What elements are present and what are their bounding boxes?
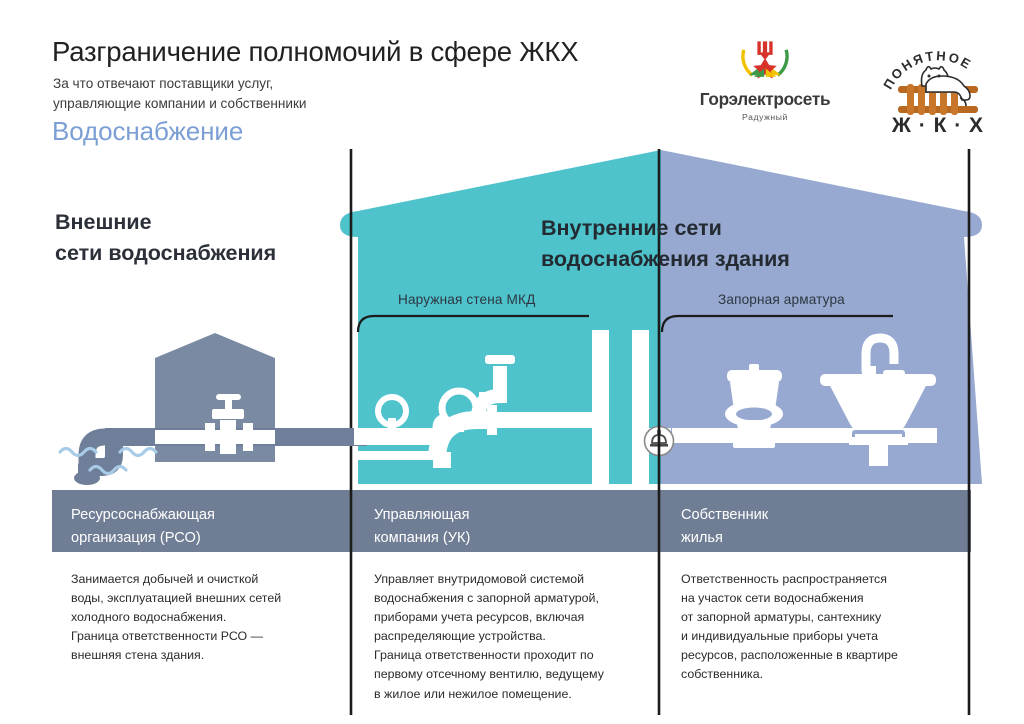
party-description-uk: Управляет внутридомовой системой водосна… bbox=[374, 572, 604, 701]
utility-logo-name: Горэлектросеть bbox=[699, 89, 831, 109]
pump-house-icon bbox=[155, 333, 275, 398]
uk-plumbing bbox=[340, 330, 671, 528]
section-title: Водоснабжение bbox=[52, 116, 244, 146]
party-label-owner: Собственник жилья bbox=[681, 507, 769, 546]
zone-external-title: Внешние сети водоснабжения bbox=[55, 210, 277, 265]
utility-logo: Горэлектросеть Радужный bbox=[694, 38, 836, 122]
owner-fixtures bbox=[672, 333, 937, 466]
riser-pipe-icon bbox=[592, 330, 609, 528]
outdoor-scene bbox=[58, 333, 367, 485]
callout-bracket-valve bbox=[660, 314, 893, 333]
callout-brackets bbox=[356, 314, 893, 333]
riser-pipe-icon bbox=[632, 330, 649, 528]
intake-pipe-icon bbox=[94, 437, 123, 476]
party-description-rso: Занимается добычей и очисткой воды, эксп… bbox=[71, 572, 282, 663]
callout-label-wall: Наружная стена МКД bbox=[398, 292, 536, 307]
page-subtitle: За что отвечают поставщики услуг, управл… bbox=[53, 76, 307, 111]
responsibility-bars bbox=[52, 490, 971, 552]
utility-logo-tagline: Радужный bbox=[742, 112, 788, 122]
cat-on-radiator-logo: ПОНЯТНОЕ bbox=[880, 48, 984, 137]
pressure-gauge-icon bbox=[375, 394, 409, 430]
zone-internal-title: Внутренние сети водоснабжения здания bbox=[541, 216, 790, 271]
brand-bottom-text: Ж · К · Х bbox=[891, 114, 984, 136]
page-title: Разграничение полномочий в сфере ЖКХ bbox=[52, 36, 579, 67]
callout-label-valve: Запорная арматура bbox=[718, 292, 845, 307]
toilet-icon bbox=[725, 364, 783, 448]
party-label-rso: Ресурсоснабжающая организация (РСО) bbox=[71, 507, 215, 546]
sink-icon bbox=[820, 333, 936, 466]
gate-valve-icon bbox=[155, 394, 275, 454]
water-waves-icon bbox=[58, 446, 158, 476]
party-description-owner: Ответственность распространяется на учас… bbox=[681, 572, 898, 682]
brand-logo: ПОНЯТНОЕ bbox=[874, 36, 1002, 137]
callout-bracket-wall bbox=[356, 314, 589, 333]
party-label-uk: Управляющая компания (УК) bbox=[374, 507, 471, 546]
tri-arrow-star-logo bbox=[741, 41, 789, 79]
